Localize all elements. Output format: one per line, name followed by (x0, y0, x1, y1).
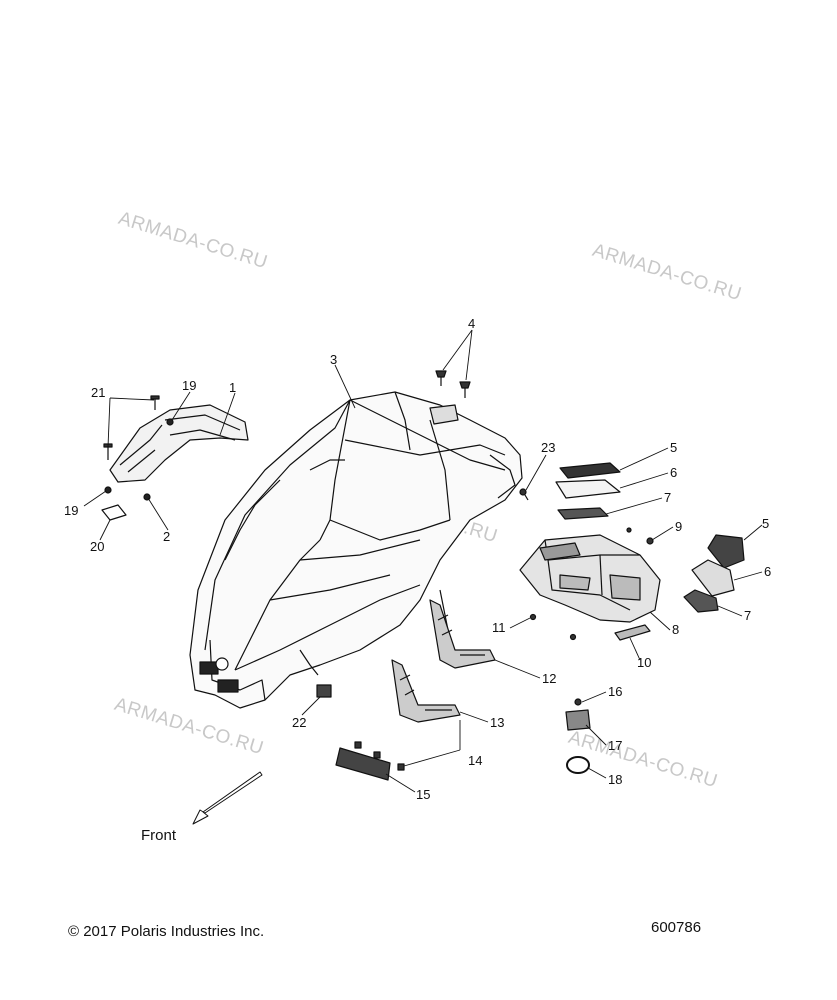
callout-12: 12 (542, 671, 556, 686)
callout-8: 8 (672, 622, 679, 637)
label-part-10 (614, 624, 651, 641)
callout-4: 4 (468, 316, 475, 331)
callout-7-top: 7 (664, 490, 671, 505)
callout-21: 21 (91, 385, 105, 400)
grille-part-12 (429, 599, 496, 669)
callout-6-right: 6 (764, 564, 771, 579)
clips-part-14 (354, 741, 405, 771)
callout-14: 14 (468, 753, 482, 768)
grille-part-13 (391, 659, 461, 723)
callout-22: 22 (292, 715, 306, 730)
clip-part-22 (316, 684, 332, 698)
copyright-text: © 2017 Polaris Industries Inc. (68, 923, 265, 940)
callout-15: 15 (416, 787, 430, 802)
callout-1: 1 (229, 380, 236, 395)
callout-18: 18 (608, 772, 622, 787)
diagram-number: 600786 (651, 919, 702, 936)
callout-9: 9 (675, 519, 682, 534)
grille-part-15 (335, 747, 391, 781)
callout-6-top: 6 (670, 465, 677, 480)
callout-5-top: 5 (670, 440, 677, 455)
filter-stack-top-5-6-7 (555, 462, 621, 520)
callout-17: 17 (608, 738, 622, 753)
callout-11: 11 (492, 620, 506, 635)
push-pins-part-4 (435, 370, 471, 398)
label-part-20 (101, 504, 127, 521)
callout-19-top: 19 (182, 378, 196, 393)
callout-20: 20 (90, 539, 104, 554)
callout-7-right: 7 (744, 608, 751, 623)
callout-23: 23 (541, 440, 555, 455)
airbox-part-8 (519, 534, 661, 623)
front-arrow (192, 771, 263, 825)
filter-stack-right-5-6-7 (683, 534, 745, 613)
callout-2: 2 (163, 529, 170, 544)
leader-lines (83, 329, 763, 793)
parts-16-17-18 (565, 698, 591, 774)
callout-3: 3 (330, 352, 337, 367)
screw-part-9 (626, 527, 654, 545)
callout-numbers: 1 2 3 4 5 6 7 9 5 6 7 8 10 11 12 13 14 1… (64, 316, 771, 802)
front-direction-label: Front (141, 827, 177, 844)
callout-16: 16 (608, 684, 622, 699)
screw-part-23 (519, 488, 529, 501)
callout-5-right: 5 (762, 516, 769, 531)
duct-part-1 (109, 404, 249, 483)
callout-13: 13 (490, 715, 504, 730)
callout-19-left: 19 (64, 503, 78, 518)
callout-10: 10 (637, 655, 651, 670)
hood-part-3 (189, 391, 523, 709)
screws-part-11 (529, 613, 577, 641)
